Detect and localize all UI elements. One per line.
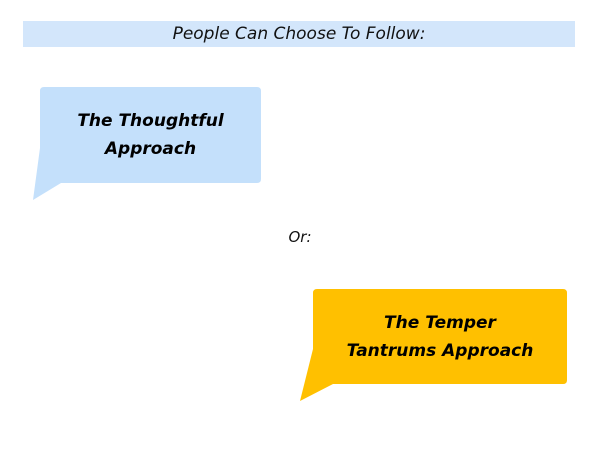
header-banner: People Can Choose To Follow: bbox=[23, 21, 575, 47]
bubble-text-line: The Temper bbox=[384, 312, 496, 333]
thoughtful-approach-bubble: The Thoughtful Approach bbox=[40, 87, 261, 183]
temper-tantrums-approach-bubble: The Temper Tantrums Approach bbox=[313, 289, 567, 384]
bubble-text-line: Approach bbox=[104, 139, 197, 159]
bubble-text-line: Tantrums Approach bbox=[346, 340, 534, 361]
or-separator: Or: bbox=[288, 228, 312, 246]
bubble-text-line: The Thoughtful bbox=[77, 111, 224, 131]
header-title: People Can Choose To Follow: bbox=[172, 24, 426, 44]
tantrum-bubble-shape bbox=[300, 289, 567, 401]
thoughtful-bubble-shape bbox=[33, 87, 261, 200]
